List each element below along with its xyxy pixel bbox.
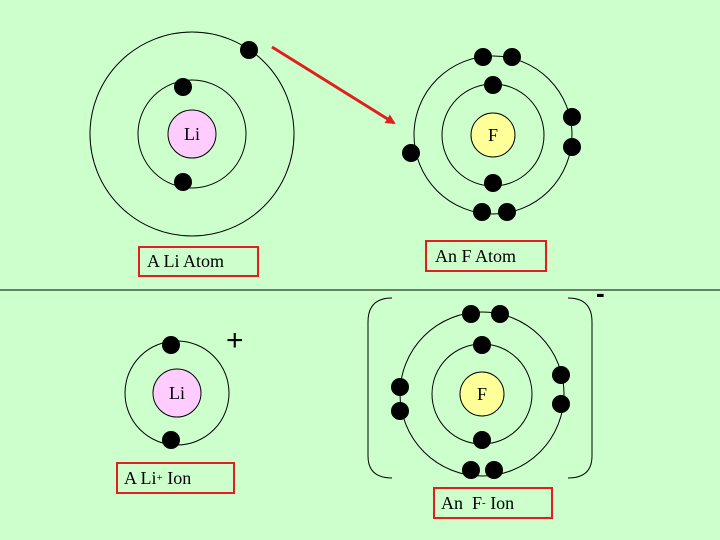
electron [162, 336, 180, 354]
li-ion-nucleus [152, 368, 202, 418]
f-ion-label-suffix: Ion [485, 492, 515, 513]
f-ion-nucleus [459, 371, 505, 417]
electron [563, 108, 581, 126]
electron [174, 173, 192, 191]
electron [474, 48, 492, 66]
li-ion-label-prefix: A Li [124, 467, 157, 488]
electron [391, 402, 409, 420]
electron [485, 461, 503, 479]
li-ion: Li [124, 336, 230, 449]
f-ion-symbol: F [477, 384, 487, 404]
li-atom: Li [89, 31, 295, 237]
li-atom-nucleus [167, 109, 217, 159]
electron-transfer-arrow [271, 45, 396, 125]
electron [563, 138, 581, 156]
electron [473, 336, 491, 354]
electron [491, 305, 509, 323]
electron [162, 431, 180, 449]
electron [484, 174, 502, 192]
li-atom-label: A Li Atom [138, 246, 259, 277]
electron [462, 305, 480, 323]
li-atom-outer-shell [89, 31, 295, 237]
electron [498, 203, 516, 221]
electron [240, 41, 258, 59]
f-atom: F [402, 48, 581, 221]
electron [473, 203, 491, 221]
f-atom-outer-shell [413, 55, 573, 215]
li-ion-label-suffix: Ion [162, 467, 192, 488]
electron [402, 144, 420, 162]
electron [391, 378, 409, 396]
electron [174, 78, 192, 96]
li-ion-symbol: Li [169, 383, 185, 403]
f-ion: F [367, 297, 593, 479]
li-atom-symbol: Li [184, 124, 200, 144]
right-bracket [567, 297, 593, 479]
electron [473, 431, 491, 449]
li-atom-inner-shell [137, 79, 247, 189]
left-bracket [367, 297, 393, 479]
electron [484, 76, 502, 94]
electron [552, 366, 570, 384]
f-atom-symbol: F [488, 125, 498, 145]
li-ion-charge-sign: + [226, 324, 244, 357]
f-ion-charge-sign: - [596, 278, 605, 308]
f-atom-label: An F Atom [425, 240, 547, 272]
f-ion-label-prefix: An F [441, 492, 483, 513]
electron [462, 461, 480, 479]
electron [503, 48, 521, 66]
li-ion-label: A Li+ Ion [116, 462, 235, 494]
electron [552, 395, 570, 413]
f-ion-label: An F- Ion [433, 487, 553, 519]
f-atom-nucleus [470, 112, 516, 158]
